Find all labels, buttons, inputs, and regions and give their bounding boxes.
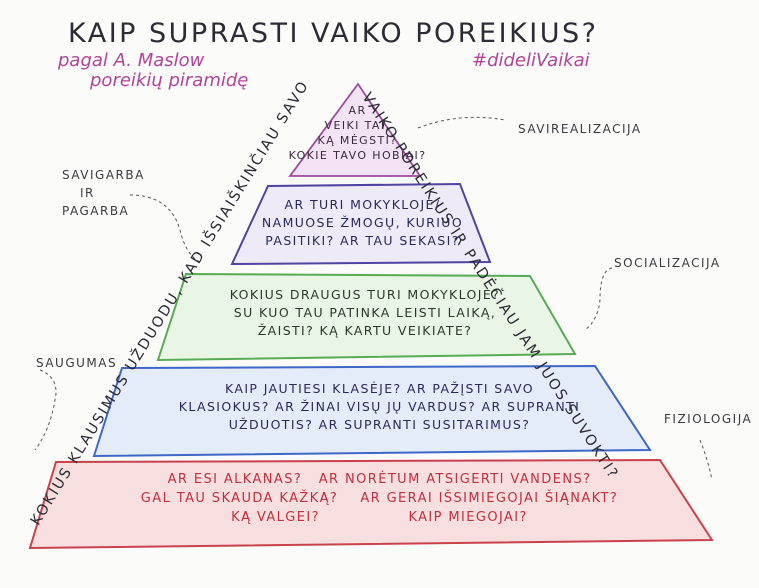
hashtag: #dideliVaikai — [472, 50, 590, 71]
level-saugumas-shape — [92, 364, 652, 458]
label-saugumas: SAUGUMAS — [36, 356, 118, 370]
level-pagarba-shape — [230, 182, 492, 266]
level-savirealizacija-line-3: KĄ MĖGSTI? — [317, 133, 398, 147]
level-fiziologija-shape — [28, 458, 714, 550]
level-saugumas-text: KAIP JAUTIESI KLASĖJE? AR PAŽĮSTI SAVO K… — [0, 380, 759, 434]
label-fiziologija: FIZIOLOGIJA — [664, 412, 753, 426]
level-pagarba-line-1: AR TURI MOKYKLOJE/ — [284, 197, 441, 212]
level-fiziologija-text: AR ESI ALKANAS? AR NORĖTUM ATSIGERTI VAN… — [0, 471, 759, 528]
level-savirealizacija-text: AR VEIKI TAI, KĄ MĖGSTI? KOKIE TAVO HOBI… — [0, 104, 715, 163]
connector-saugumas — [34, 369, 57, 451]
level-saugumas-line-3: UŽDUOTIS? AR SUPRANTI SUSITARIMUS? — [228, 417, 531, 433]
subtitle-line-1: pagal A. Maslow — [58, 50, 205, 71]
level-socializacija-line-1: KOKIUS DRAUGUS TURI MOKYKLOJE? — [229, 287, 501, 302]
level-savirealizacija-line-1: AR — [348, 104, 367, 117]
level-socializacija-shape — [156, 272, 577, 362]
connector-savirealizacija — [417, 116, 506, 129]
level-savirealizacija-line-4: KOKIE TAVO HOBIAI? — [288, 148, 427, 162]
level-saugumas-line-1: KAIP JAUTIESI KLASĖJE? AR PAŽĮSTI SAVO — [225, 381, 534, 396]
level-socializacija-line-2: SU KUO TAU PATINKA LEISTI LAIKĄ, — [233, 305, 497, 321]
level-savirealizacija-shape — [288, 82, 422, 177]
level-savirealizacija-line-2: VEIKI TAI, — [324, 118, 391, 132]
label-socializacija: SOCIALIZACIJA — [614, 256, 721, 270]
level-saugumas-line-2: KLASIOKUS? AR ŽINAI VISŲ JŲ VARDUS? AR S… — [178, 399, 581, 415]
level-fiziologija-line-2: GAL TAU SKAUDA KAŽKĄ? AR GERAI IŠSIMIEGO… — [140, 490, 619, 506]
level-fiziologija-line-1: AR ESI ALKANAS? AR NORĖTUM ATSIGERTI VAN… — [167, 472, 592, 487]
level-pagarba-line-3: PASITIKI? AR TAU SEKASI? — [265, 233, 460, 249]
level-fiziologija-line-3: KĄ VALGEI? KAIP MIEGOJAI? — [231, 509, 528, 525]
subtitle-line-2: poreikių piramidę — [90, 70, 249, 91]
label-ir: IR — [80, 186, 95, 200]
level-pagarba-text: AR TURI MOKYKLOJE/ NAMUOSE ŽMOGŲ, KURIUO… — [0, 196, 725, 250]
connector-savigarba — [129, 194, 201, 263]
level-pagarba-line-2: NAMUOSE ŽMOGŲ, KURIUO — [261, 215, 464, 231]
page-title: KAIP SUPRASTI VAIKO POREIKIUS? — [68, 18, 599, 49]
label-savirealizacija: SAVIREALIZACIJA — [518, 122, 642, 136]
label-pagarba: PAGARBA — [62, 204, 130, 218]
level-socializacija-text: KOKIUS DRAUGUS TURI MOKYKLOJE? SU KUO TA… — [0, 286, 730, 340]
connector-fiziologija — [699, 439, 713, 481]
connector-socializacija — [584, 267, 613, 331]
label-savigarba: SAVIGARBA — [62, 168, 145, 182]
level-socializacija-line-3: ŽAISTI? KĄ KARTU VEIKIATE? — [257, 323, 473, 339]
